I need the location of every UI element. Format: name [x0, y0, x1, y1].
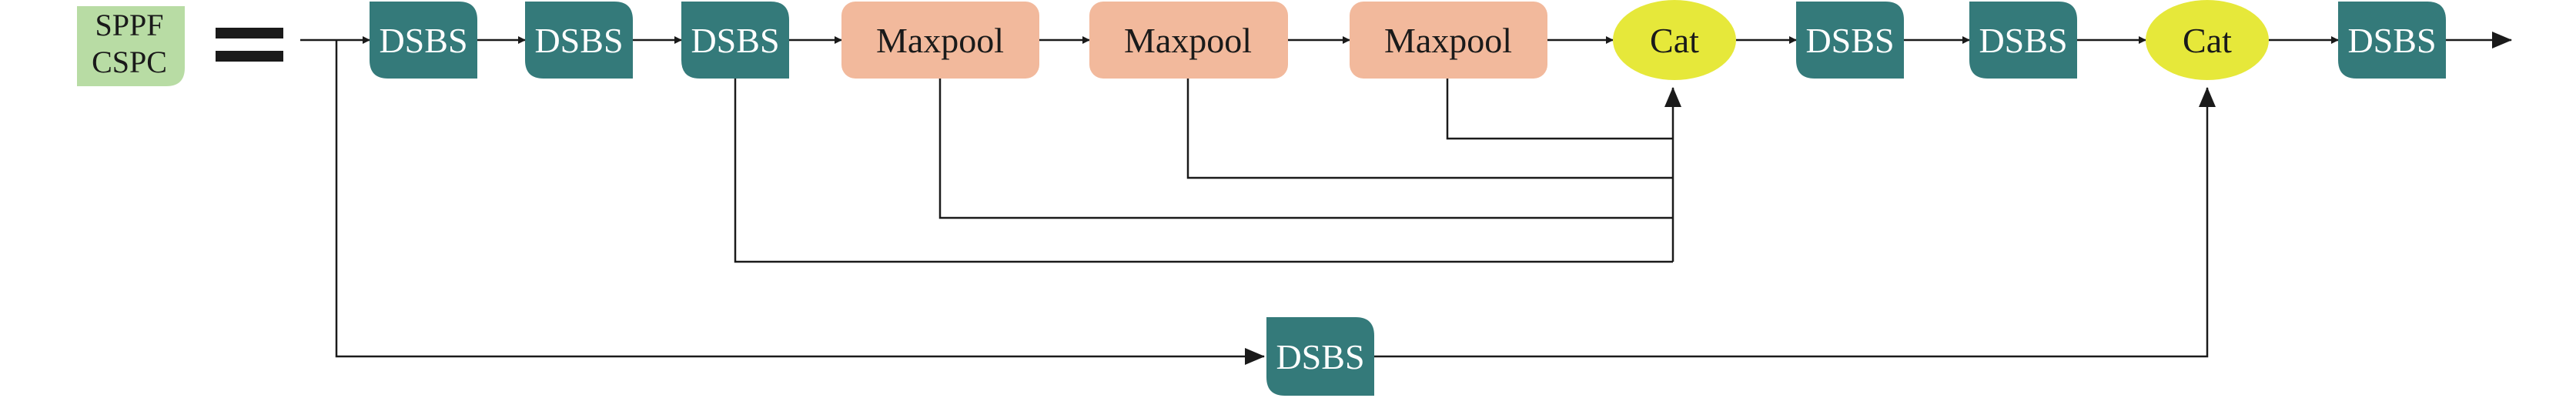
maxpool-shape — [1350, 2, 1547, 79]
equals-bar-top — [216, 28, 283, 38]
node-label: DSBS — [691, 21, 779, 60]
node-label: Maxpool — [1124, 21, 1252, 60]
equals-sign — [216, 28, 283, 62]
dsbs-shape — [2338, 2, 2446, 79]
edge-dsbs3-skip-cat1 — [734, 79, 1673, 263]
cat-shape — [2146, 0, 2269, 80]
node-dsbs-6: DSBS — [2338, 2, 2446, 79]
dsbs-shape — [1266, 317, 1374, 396]
node-label: DSBS — [2347, 21, 2436, 60]
dsbs-shape — [1796, 2, 1904, 79]
dsbs-shape — [1969, 2, 2077, 79]
node-maxpool-3: Maxpool — [1350, 2, 1547, 79]
dsbs-shape — [525, 2, 633, 79]
maxpool-shape — [1089, 2, 1288, 79]
edge-input-to-bottom-dsbs — [335, 40, 1265, 365]
legend-box — [77, 6, 185, 86]
node-maxpool-2: Maxpool — [1089, 2, 1288, 79]
dsbs-shape — [681, 2, 789, 79]
edge-maxpool1-skip-cat1 — [938, 79, 1673, 219]
legend-line-sppf: SPPF — [95, 8, 164, 42]
legend: SPPF CSPC — [77, 6, 185, 86]
node-dsbs-1: DSBS — [370, 2, 477, 79]
node-label: Maxpool — [1384, 21, 1512, 60]
node-label: Cat — [2183, 21, 2232, 60]
node-label: DSBS — [1805, 21, 1894, 60]
node-dsbs-4: DSBS — [1796, 2, 1904, 79]
node-label: DSBS — [379, 21, 467, 60]
connectors — [300, 32, 2512, 365]
dsbs-shape — [370, 2, 477, 79]
node-cat-1: Cat — [1613, 0, 1736, 80]
node-label: DSBS — [534, 21, 623, 60]
node-label: DSBS — [1979, 21, 2067, 60]
legend-line-cspc: CSPC — [92, 45, 167, 79]
node-dsbs-3: DSBS — [681, 2, 789, 79]
maxpool-shape — [841, 2, 1039, 79]
node-dsbs-bottom: DSBS — [1266, 317, 1374, 396]
node-label: Cat — [1650, 21, 1699, 60]
node-label: Maxpool — [876, 21, 1004, 60]
node-dsbs-5: DSBS — [1969, 2, 2077, 79]
node-cat-2: Cat — [2146, 0, 2269, 80]
node-maxpool-1: Maxpool — [841, 2, 1039, 79]
edge-maxpool3-skip-cat1 — [1446, 79, 1673, 140]
edge-bottom-dsbs-cat2 — [1374, 87, 2216, 358]
node-dsbs-2: DSBS — [525, 2, 633, 79]
node-label: DSBS — [1276, 337, 1364, 376]
cat-shape — [1613, 0, 1736, 80]
equals-bar-bottom — [216, 51, 283, 62]
edge-maxpool2-skip-cat1 — [1186, 79, 1673, 179]
